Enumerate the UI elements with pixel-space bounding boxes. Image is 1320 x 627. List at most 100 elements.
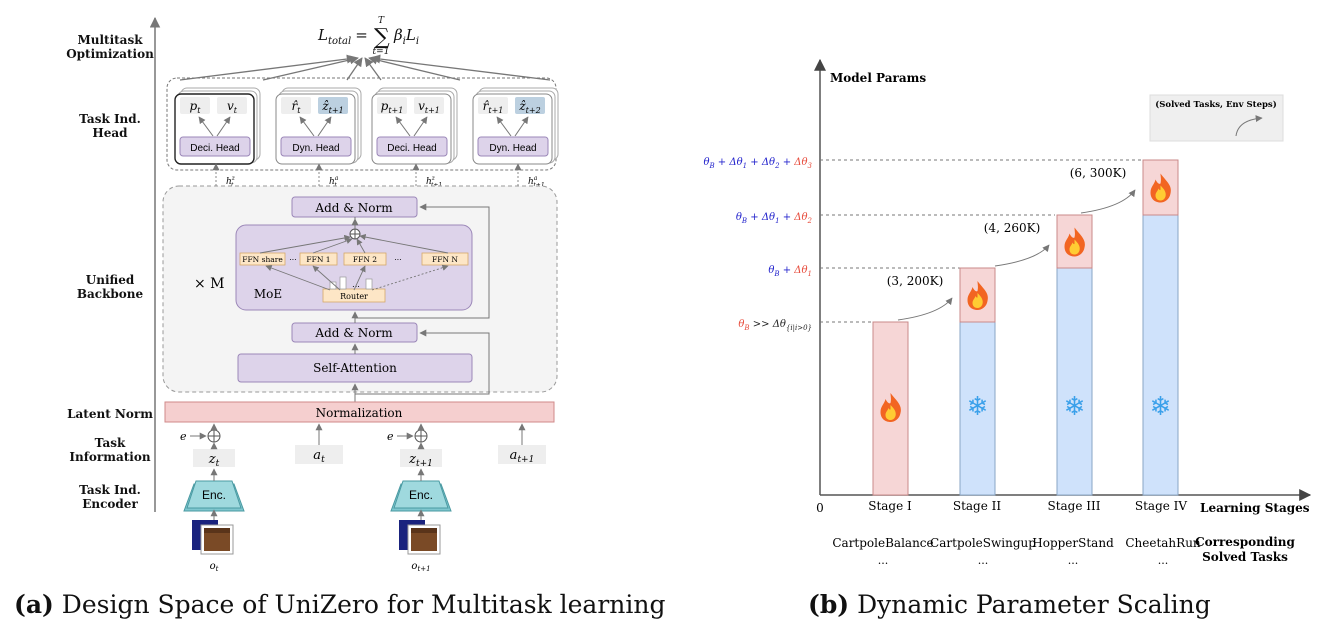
stage-task-dots: ...: [878, 554, 889, 567]
stage-task-4: CheetahRun: [1125, 536, 1201, 550]
head-label: Deci. Head: [387, 143, 436, 154]
stage-label-encoder-1: Task Ind.: [79, 483, 141, 497]
x-axis-title: Learning Stages: [1200, 501, 1310, 515]
task-input-3: e zt+1: [387, 423, 442, 469]
encoder-label: Enc.: [202, 488, 226, 502]
tasks-title-1: Corresponding: [1195, 535, 1295, 549]
ffn-expert-label: ···: [394, 255, 401, 264]
stage-labels: Multitask Optimization Task Ind. Head Un…: [66, 33, 154, 511]
y-level-label-3: θB + Δθ1 + Δθ2: [736, 212, 813, 225]
stage-task-dots: ...: [1068, 554, 1079, 567]
repeat-label: × M: [194, 276, 225, 292]
ffn-expert-label: FFN N: [432, 255, 458, 264]
task-embedding-label: e: [180, 430, 187, 443]
panel-a-design-space: Multitask Optimization Task Ind. Head Un…: [66, 16, 559, 573]
stage-annotation: (3, 200K): [887, 274, 944, 288]
svg-text:∑: ∑: [374, 25, 390, 50]
tasks-title-2: Solved Tasks: [1202, 550, 1288, 564]
frozen-segment: [1142, 214, 1179, 496]
head-output-1: r̂t: [292, 99, 302, 115]
origin-label: 0: [816, 501, 824, 515]
y-level-label-1: θB >> Δθ{i|i>0}: [738, 319, 812, 332]
self-attention-label: Self-Attention: [313, 361, 397, 375]
stage-label-head-1: Task Ind.: [79, 112, 141, 126]
loss-arrows: [179, 54, 551, 81]
add-norm-top-label: Add & Norm: [314, 201, 393, 215]
caption-a-label: (a): [14, 590, 54, 619]
task-input-2: at: [295, 423, 343, 465]
head-label: Dyn. Head: [489, 143, 536, 154]
latent-token: zt+1: [408, 452, 433, 469]
head-output-2: ẑt+1: [321, 99, 343, 115]
stage-bar-2: ❄ (3, 200K): [887, 267, 996, 496]
observation-label: ot: [210, 561, 219, 573]
y-level-label-2: θB + Δθ1: [768, 265, 812, 278]
svg-text:t=1: t=1: [373, 47, 390, 57]
stage-transition-arrow: [1080, 189, 1136, 214]
legend-label: (Solved Tasks, Env Steps): [1155, 99, 1277, 110]
legend-arrow: [1235, 115, 1263, 137]
task-encoders: Enc. ot Enc.ot+1: [183, 468, 452, 573]
frozen-segment: [1056, 267, 1093, 496]
ffn-expert-label: FFN share: [242, 255, 283, 264]
head-output-1: pt: [190, 99, 202, 115]
stage-annotation: (4, 260K): [984, 221, 1041, 235]
encoder-2: Enc.ot+1: [390, 468, 452, 573]
stage-label-task-info-1: Task: [95, 436, 126, 450]
stage-transition-arrow: [994, 244, 1050, 267]
stage-name-1: Stage I: [868, 499, 912, 513]
ffn-expert-label: FFN 1: [306, 255, 330, 264]
normalization-bar: [164, 401, 555, 423]
snowflake-icon: ❄: [1064, 391, 1086, 421]
normalization-label: Normalization: [316, 406, 403, 420]
stage-name-2: Stage II: [953, 499, 1002, 513]
stage-label-latent-norm: Latent Norm: [67, 407, 153, 421]
loss-formula: Ltotal= ∑ T t=1 βiLi: [317, 16, 419, 57]
action-token: at: [313, 448, 325, 465]
encoder-1: Enc. ot: [183, 468, 245, 573]
snowflake-icon: ❄: [1150, 391, 1172, 421]
task-embedding-label: e: [387, 430, 394, 443]
stage-bar-4: ❄(6, 300K): [1070, 159, 1179, 496]
caption-b-label: (b): [808, 590, 850, 619]
stage-label-task-info-2: Information: [69, 450, 150, 464]
y-axis-title: Model Params: [830, 71, 926, 85]
head-label: Dyn. Head: [292, 143, 339, 154]
ffn-expert-label: ···: [289, 255, 296, 264]
stage-name-3: Stage III: [1047, 499, 1100, 513]
svg-text:...: ...: [352, 280, 360, 289]
stage-task-dots: ...: [1158, 554, 1169, 567]
stage-task-2: CartpoleSwingup: [930, 536, 1036, 550]
stage-task-3: HopperStand: [1032, 536, 1114, 550]
stage-label-head-2: Head: [92, 126, 128, 140]
caption-a-text: Design Space of UniZero for Multitask le…: [53, 590, 666, 619]
observation-image: [398, 519, 441, 555]
latent-token: zt: [208, 452, 220, 469]
head-output-2: vt: [227, 99, 238, 115]
head-output-2: ẑt+2: [518, 99, 540, 115]
stage-bar-3: ❄ (4, 260K): [984, 214, 1093, 496]
stage-task-dots: ...: [978, 554, 989, 567]
observation-label: ot+1: [411, 561, 430, 573]
svg-text:βiLi: βiLi: [393, 26, 419, 47]
router-label: Router: [340, 292, 368, 301]
snowflake-icon: ❄: [967, 391, 989, 421]
head-output-1: r̂t+1: [483, 99, 504, 115]
observation-image: [191, 519, 234, 555]
stage-bars: ❄ (3, 200K) ❄ (4, 260K) ❄(6, 300K): [872, 159, 1179, 496]
stage-label-multitask-1: Multitask: [77, 33, 143, 47]
stage-label-backbone-2: Backbone: [77, 287, 144, 301]
caption-a: (a) Design Space of UniZero for Multitas…: [14, 590, 666, 619]
head-output-2: vt+1: [418, 99, 440, 115]
stage-transition-arrow: [897, 297, 953, 321]
